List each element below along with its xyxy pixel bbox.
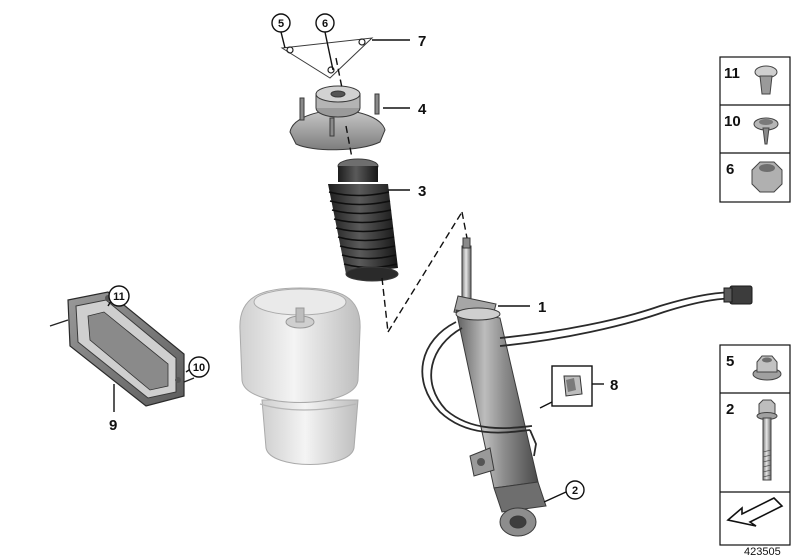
strut-mount [289,85,386,151]
assembly-lines [335,57,468,333]
callout-11-circle: 11 [108,285,130,307]
callout-1-label: 1 [538,299,546,316]
callout-10-circle: 10 [188,356,210,378]
harness-connector [723,285,753,305]
callout-5-label: 5 [278,18,284,30]
shock-absorber [453,237,547,537]
bolt-thumbnail [756,399,778,481]
callout-10-label: 10 [193,362,205,374]
callout-2-circle: 2 [565,480,585,500]
callout-11-label: 11 [113,291,125,303]
screw-thumbnail [753,117,779,145]
callout-5-circle: 5 [271,13,291,33]
callout-7-label: 7 [418,33,426,50]
control-unit [49,291,195,407]
side-panel-label-11: 11 [724,65,740,82]
side-panel-label-6: 6 [726,161,734,178]
front-arrow-icon [726,497,784,527]
callout-4-label: 4 [418,101,427,118]
nut-thumbnail-6 [751,161,783,193]
side-panel-label-5: 5 [726,353,734,370]
callout-9-label: 9 [109,417,117,434]
callout-8-label: 8 [610,377,618,394]
side-panel-top: 11 10 6 [719,56,791,203]
diagram-number: 423505 [744,546,781,558]
callout-2-label: 2 [572,485,578,497]
air-spring [239,287,361,465]
side-panel-label-10: 10 [724,113,741,130]
side-panel-bottom: 5 2 [719,344,791,546]
bracket-box [551,365,593,407]
clip-thumbnail [754,65,778,95]
callout-6-label: 6 [322,18,328,30]
callout-6-circle: 6 [315,13,335,33]
flange-nut-thumbnail [752,355,782,381]
dust-boot [328,158,399,282]
callout-3-label: 3 [418,183,426,200]
side-panel-label-2: 2 [726,401,734,418]
wiring-harness [421,291,743,457]
